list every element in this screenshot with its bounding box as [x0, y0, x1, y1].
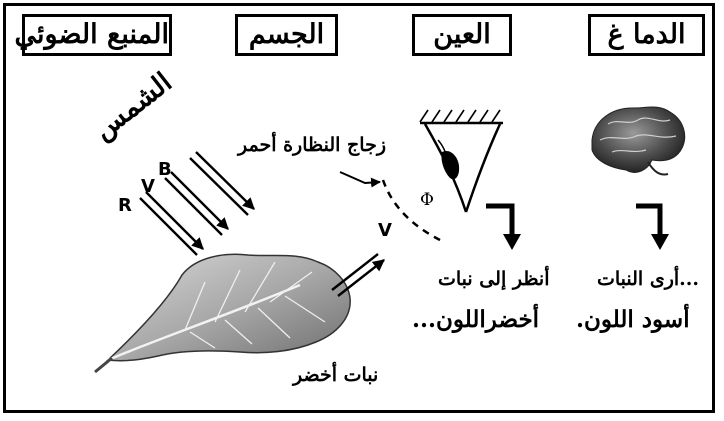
ray-v-label: V: [141, 176, 155, 197]
glass-pointer-arrow: [339, 171, 381, 188]
eye-caption-line1: أنظر إلى نبات: [438, 268, 550, 290]
eye-caption-line2: أخضراللون...: [412, 306, 540, 333]
diagram-frame: [3, 3, 715, 413]
ray-r-label: R: [118, 195, 132, 216]
header-object: الجسم: [235, 14, 338, 56]
eye-down-arrow: [486, 203, 521, 250]
ray-b-arrow: [189, 151, 255, 216]
phi-label: Φ: [420, 190, 434, 210]
brain-image: [591, 106, 686, 176]
green-plant-label: نبات أخضر: [293, 364, 379, 386]
brain-caption-line1: ...أرى النبات: [597, 268, 699, 290]
ray-v-arrow: [164, 171, 229, 236]
red-glass-lens: [381, 179, 441, 242]
reflected-v-arrow: [331, 253, 385, 297]
ray-r-arrow: [139, 191, 204, 256]
leaf-image: [94, 253, 351, 374]
ray-b-label: B: [158, 159, 172, 180]
glass-label: زجاج النظارة أحمر: [238, 134, 387, 156]
eye-illustration: [419, 109, 503, 213]
reflected-v-label: V: [378, 220, 392, 241]
header-eye: العين: [412, 14, 512, 56]
header-light-source: المنبع الضوئي: [14, 14, 172, 56]
brain-caption-line2: أسود اللون.: [576, 306, 690, 333]
brain-down-arrow: [636, 203, 669, 250]
header-brain: الدما غ: [588, 14, 705, 56]
